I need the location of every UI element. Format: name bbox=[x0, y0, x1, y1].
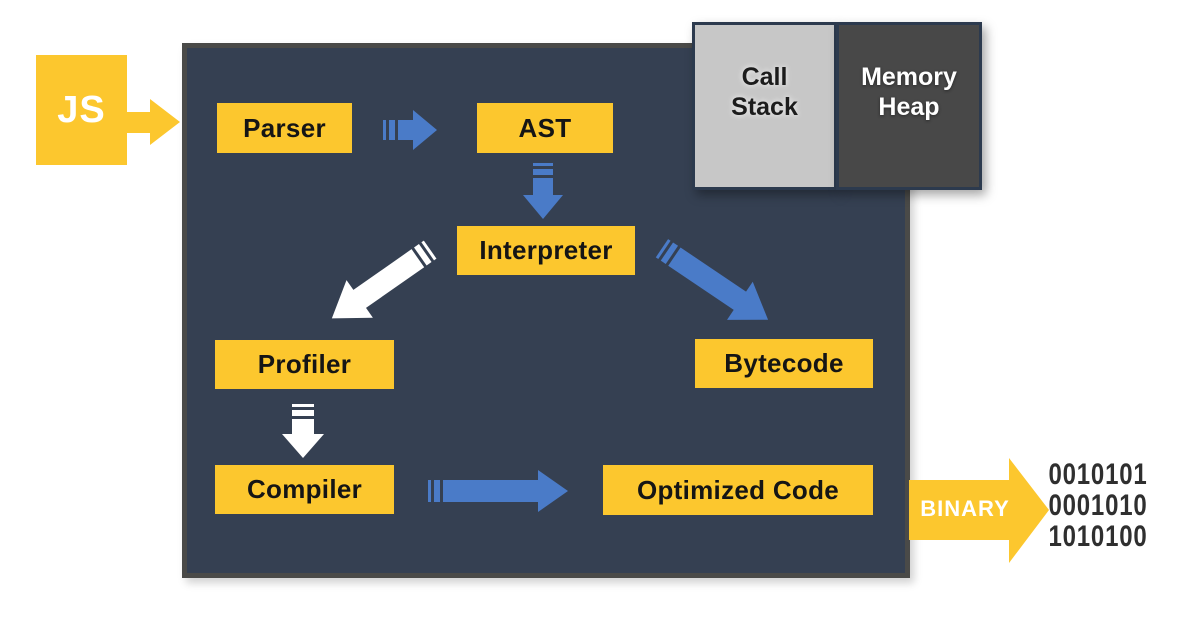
node-ast-label: AST bbox=[518, 112, 572, 143]
call-stack-box: Call Stack bbox=[692, 22, 837, 190]
binary-output-arrow-icon bbox=[909, 458, 1049, 563]
compiler-to-optimized-arrow-icon bbox=[428, 470, 568, 512]
parser-to-ast-arrow-icon bbox=[383, 110, 437, 150]
js-source-label: JS bbox=[57, 88, 106, 131]
node-ast: AST bbox=[477, 103, 613, 153]
node-interpreter: Interpreter bbox=[457, 226, 635, 275]
node-parser-label: Parser bbox=[243, 112, 326, 143]
js-input-arrow-icon bbox=[125, 99, 180, 145]
node-bytecode: Bytecode bbox=[695, 339, 873, 388]
memory-heap-label: Memory Heap bbox=[861, 63, 957, 121]
binary-line: 0001010 bbox=[1048, 489, 1148, 522]
interpreter-to-profiler-arrow-icon bbox=[331, 240, 437, 319]
node-optimized-code: Optimized Code bbox=[603, 465, 873, 515]
memory-heap-box: Memory Heap bbox=[836, 22, 982, 190]
node-interpreter-label: Interpreter bbox=[479, 235, 613, 265]
node-parser: Parser bbox=[217, 103, 352, 153]
binary-line: 0010101 bbox=[1048, 458, 1148, 491]
js-source-badge: JS bbox=[36, 55, 127, 165]
node-compiler-label: Compiler bbox=[246, 474, 363, 504]
ast-to-interpreter-arrow-icon bbox=[523, 163, 563, 219]
binary-line: 1010100 bbox=[1048, 520, 1148, 553]
node-bytecode-label: Bytecode bbox=[724, 348, 844, 378]
binary-arrow-label: BINARY bbox=[920, 496, 1010, 521]
binary-digits-block: 0010101 0001010 1010100 bbox=[1048, 459, 1148, 552]
node-compiler: Compiler bbox=[215, 465, 394, 514]
node-optimized-code-label: Optimized Code bbox=[636, 474, 840, 505]
node-profiler: Profiler bbox=[215, 340, 394, 389]
node-profiler-label: Profiler bbox=[257, 349, 352, 379]
call-stack-label: Call Stack bbox=[731, 63, 798, 121]
interpreter-to-bytecode-arrow-icon bbox=[655, 239, 769, 320]
profiler-to-compiler-arrow-icon bbox=[282, 404, 324, 458]
